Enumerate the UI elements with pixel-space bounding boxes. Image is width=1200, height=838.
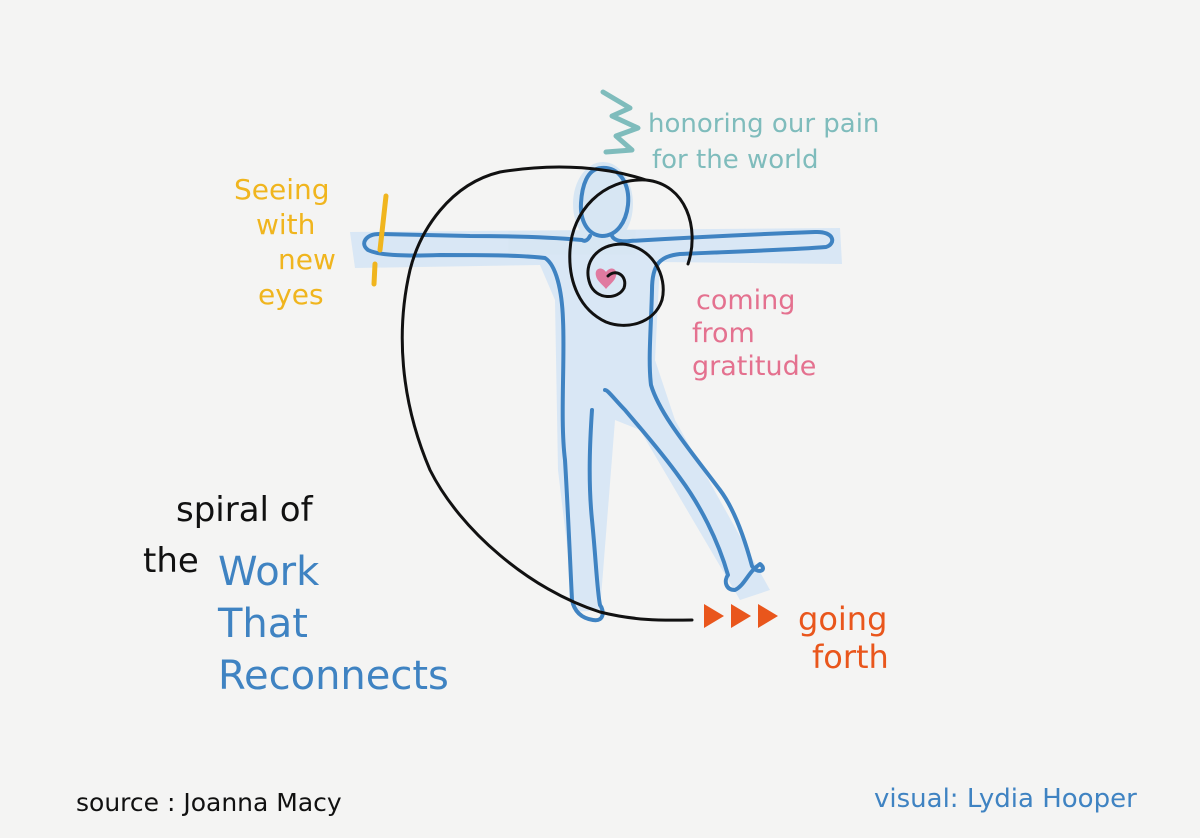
pain-line: honoring our pain	[648, 109, 880, 139]
arrow-heads-icon	[704, 604, 778, 628]
title-word: Reconnects	[218, 653, 449, 699]
title-word: That	[218, 601, 308, 647]
stage-label-gratitude: coming from gratitude	[692, 284, 816, 383]
left-side	[362, 232, 605, 623]
gratitude-line: from	[692, 318, 755, 349]
title-line-1: spiral of	[176, 490, 313, 530]
spiral-line	[400, 165, 694, 622]
gratitude-line: coming	[696, 285, 796, 316]
forth-line: forth	[812, 638, 889, 676]
seeing-line: new	[278, 243, 336, 276]
human-figure	[362, 165, 835, 623]
visual-credit: visual: Lydia Hooper	[874, 784, 1137, 814]
right-side	[603, 229, 835, 592]
title-word: Work	[218, 549, 320, 595]
seeing-line: eyes	[258, 278, 324, 311]
head	[578, 165, 631, 238]
stage-label-pain: honoring our pain for the world	[648, 106, 879, 178]
gratitude-line: gratitude	[692, 351, 817, 382]
seeing-line: Seeing	[234, 173, 330, 206]
stage-label-seeing: Seeing with new eyes	[234, 172, 338, 312]
stage-label-forth: going forth	[798, 600, 889, 676]
lightning-icon	[600, 89, 641, 155]
title-highlight: Work That Reconnects	[218, 546, 449, 702]
source-credit: source : Joanna Macy	[76, 788, 342, 817]
exclamation-icon	[371, 193, 389, 287]
forth-line: going	[798, 600, 888, 638]
pain-line: for the world	[652, 145, 819, 175]
title-line-2: the	[143, 541, 199, 581]
seeing-line: with	[256, 208, 316, 241]
